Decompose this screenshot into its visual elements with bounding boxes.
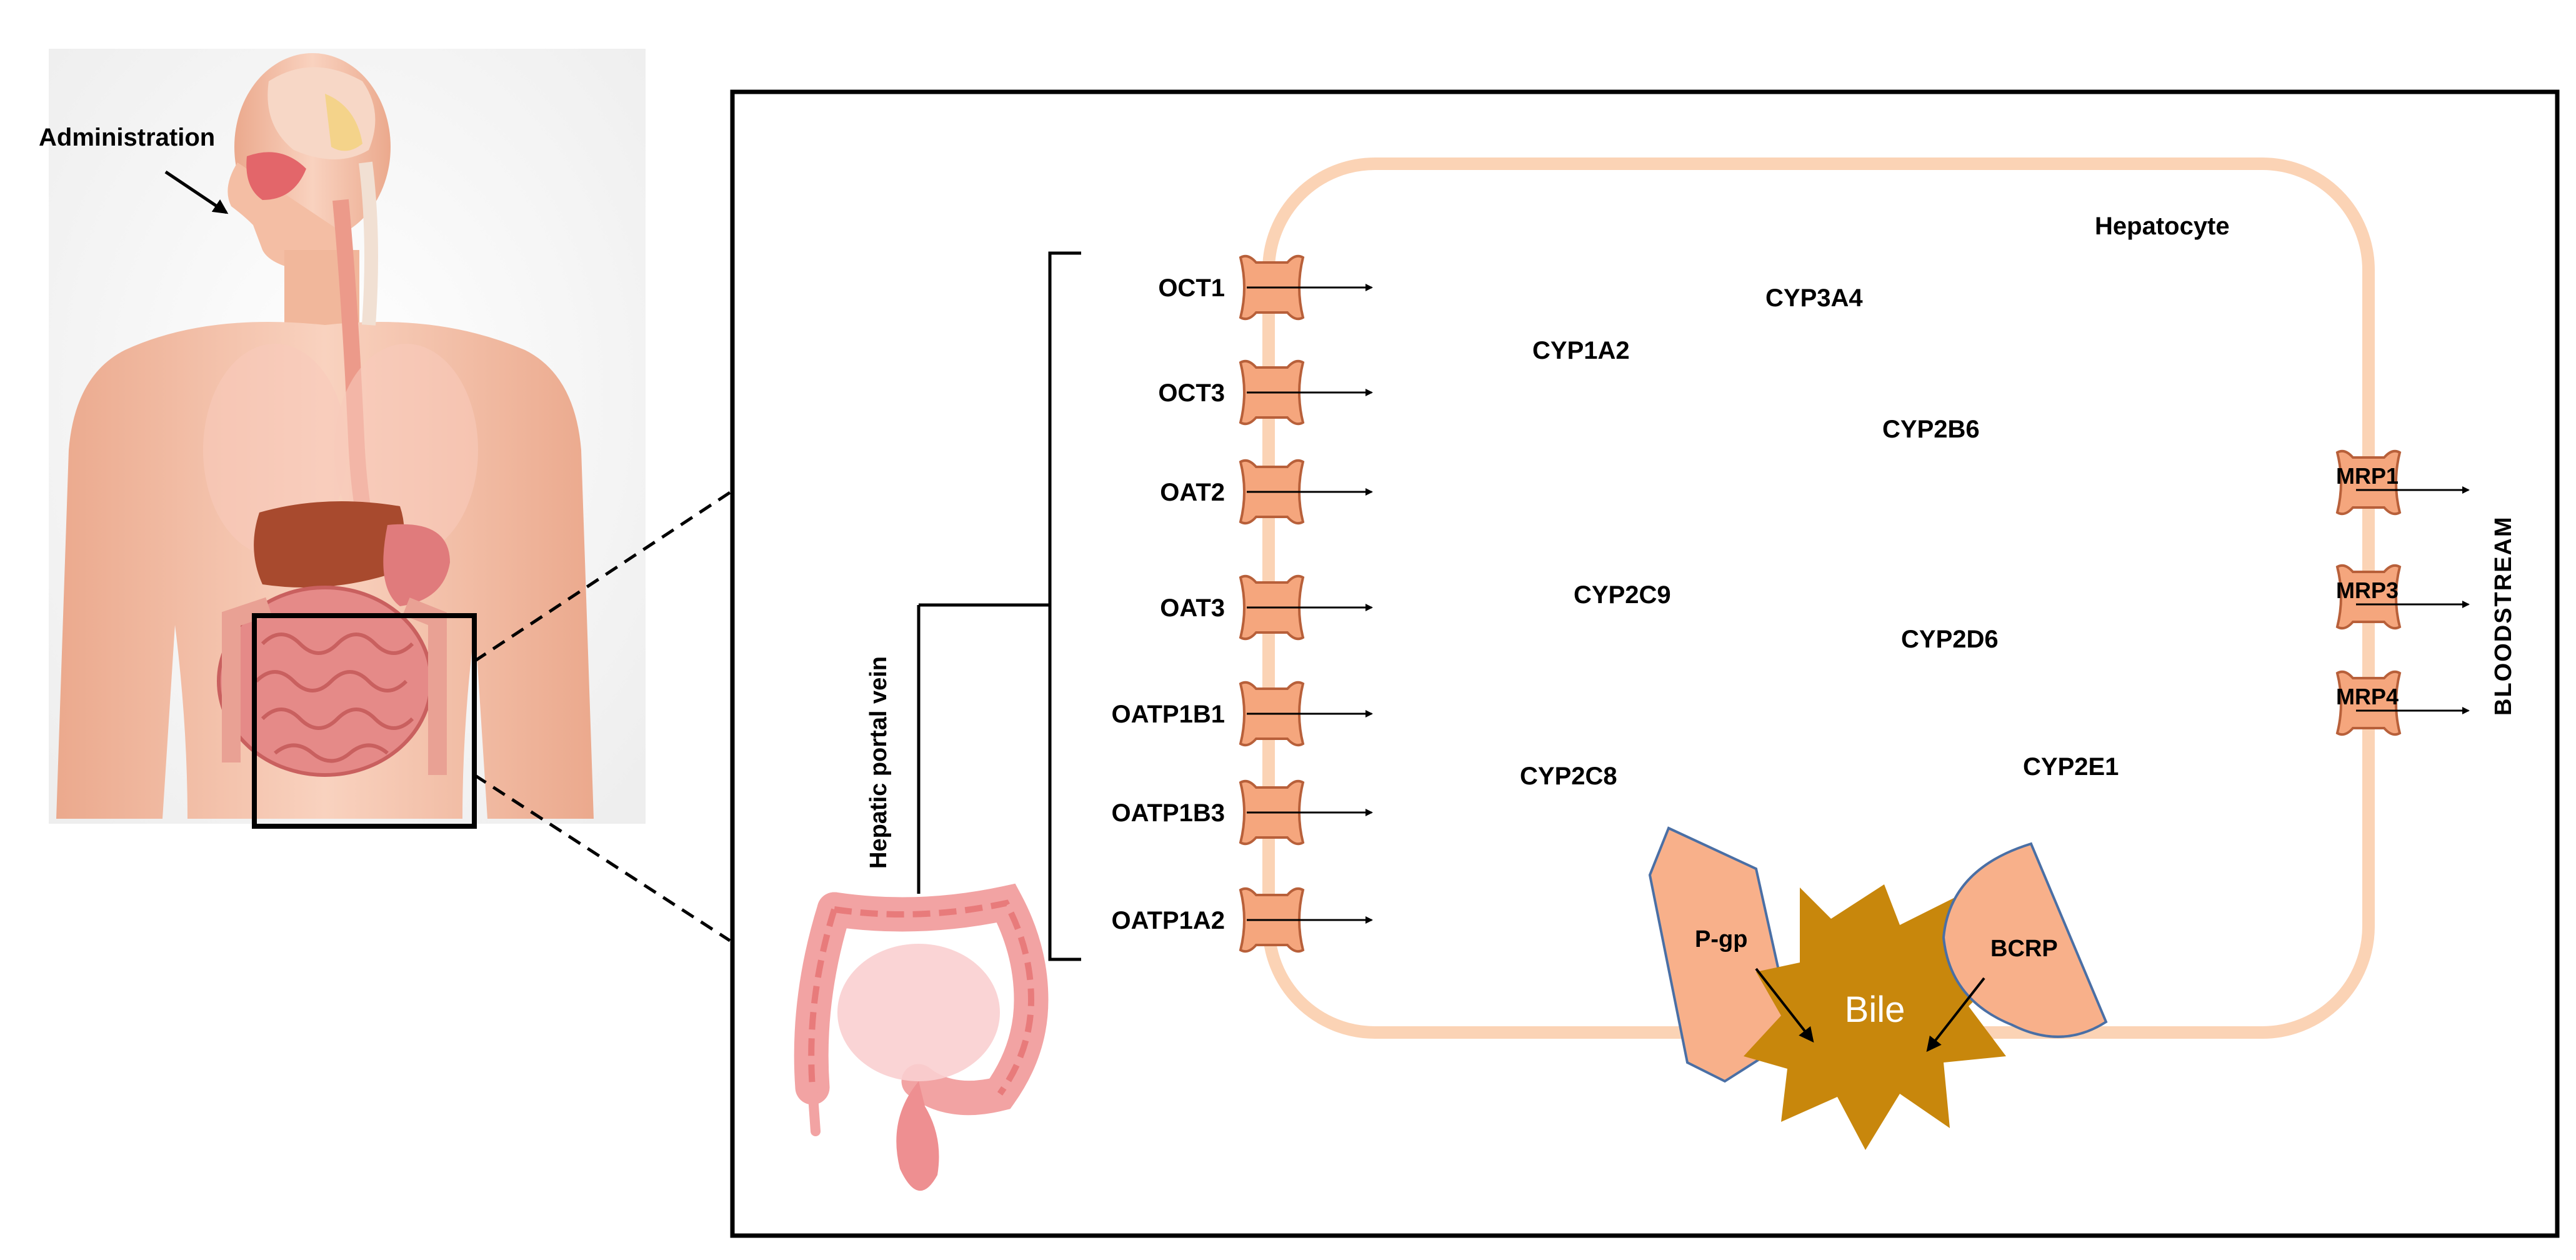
uptake-transporter: OATP1A2	[1111, 887, 1373, 953]
enzyme-label-cyp1a2: CYP1A2	[1532, 337, 1630, 364]
efflux-transporter: MRP3	[2335, 564, 2470, 630]
bcrp-transporter	[1942, 842, 2108, 1038]
uptake-transporter: OAT3	[1160, 574, 1373, 641]
efflux-transporter: MRP1	[2335, 449, 2470, 516]
transporter-label-oat2: OAT2	[1160, 479, 1225, 506]
enzyme-label-cyp2c8: CYP2C8	[1520, 762, 1617, 790]
zoom-line-top	[473, 491, 731, 663]
liver-panel: Hepatic portal vein Hepatocyte OCT1 OCT3…	[730, 89, 2560, 1238]
bcrp-to-bile-arrow	[1926, 977, 1985, 1052]
uptake-transporter: OATP1B1	[1111, 681, 1373, 747]
uptake-transporter-group: OCT1 OCT3 OAT2 OAT3 OATP1B1	[1111, 254, 1373, 953]
hepatic-portal-vein-label: Hepatic portal vein	[866, 656, 892, 869]
efflux-transporter: MRP4	[2335, 670, 2470, 736]
uptake-transporter: OCT3	[1158, 359, 1373, 426]
bile-label: Bile	[1845, 989, 1905, 1030]
transporter-label-oatp1b1: OATP1B1	[1111, 701, 1225, 728]
uptake-transporter: OCT1	[1158, 254, 1373, 321]
body-panel: Administration	[39, 49, 646, 829]
pgp-transporter	[1648, 826, 1795, 1083]
transporter-label-mrp1: MRP1	[2336, 463, 2399, 489]
bcrp-label: BCRP	[1990, 936, 2058, 962]
pgp-to-bile-arrow	[1755, 968, 1814, 1043]
administration-label: Administration	[39, 124, 215, 151]
enzyme-label-cyp2c9: CYP2C9	[1574, 581, 1671, 609]
portal-vein-bracket	[917, 251, 1081, 961]
enzyme-group: CYP3A4 CYP1A2 CYP2B6 CYP2C9 CYP2D6 CYP2C…	[1520, 284, 2119, 790]
transporter-label-oatp1b3: OATP1B3	[1111, 799, 1225, 827]
transporter-label-oct3: OCT3	[1158, 379, 1225, 407]
bile-shape	[1744, 884, 2009, 1150]
enzyme-label-cyp3a4: CYP3A4	[1765, 284, 1863, 312]
enzyme-label-cyp2b6: CYP2B6	[1882, 416, 1980, 443]
hepatocyte-label: Hepatocyte	[2095, 212, 2230, 240]
pgp-label: P-gp	[1695, 926, 1747, 952]
efflux-transporter-group: MRP1 MRP3 MRP4	[2335, 449, 2470, 736]
zoom-box	[252, 613, 477, 829]
uptake-transporter: OATP1B3	[1111, 779, 1373, 846]
administration-arrow	[164, 170, 229, 214]
bloodstream-label: BLOODSTREAM	[2490, 516, 2517, 716]
transporter-label-oatp1a2: OATP1A2	[1111, 907, 1225, 934]
transporter-label-mrp4: MRP4	[2336, 684, 2399, 709]
zoom-line-bottom	[473, 773, 731, 942]
transporter-label-oct1: OCT1	[1158, 274, 1225, 302]
bile-canaliculus: Bile P-gp BCRP	[1648, 826, 2108, 1150]
enzyme-label-cyp2d6: CYP2D6	[1901, 626, 1999, 653]
human-silhouette	[56, 53, 594, 819]
uptake-transporter: OAT2	[1160, 459, 1373, 525]
transporter-label-oat3: OAT3	[1160, 594, 1225, 622]
colon-illustration	[794, 883, 1049, 1191]
transporter-label-mrp3: MRP3	[2336, 578, 2399, 603]
enzyme-label-cyp2e1: CYP2E1	[2023, 753, 2119, 781]
